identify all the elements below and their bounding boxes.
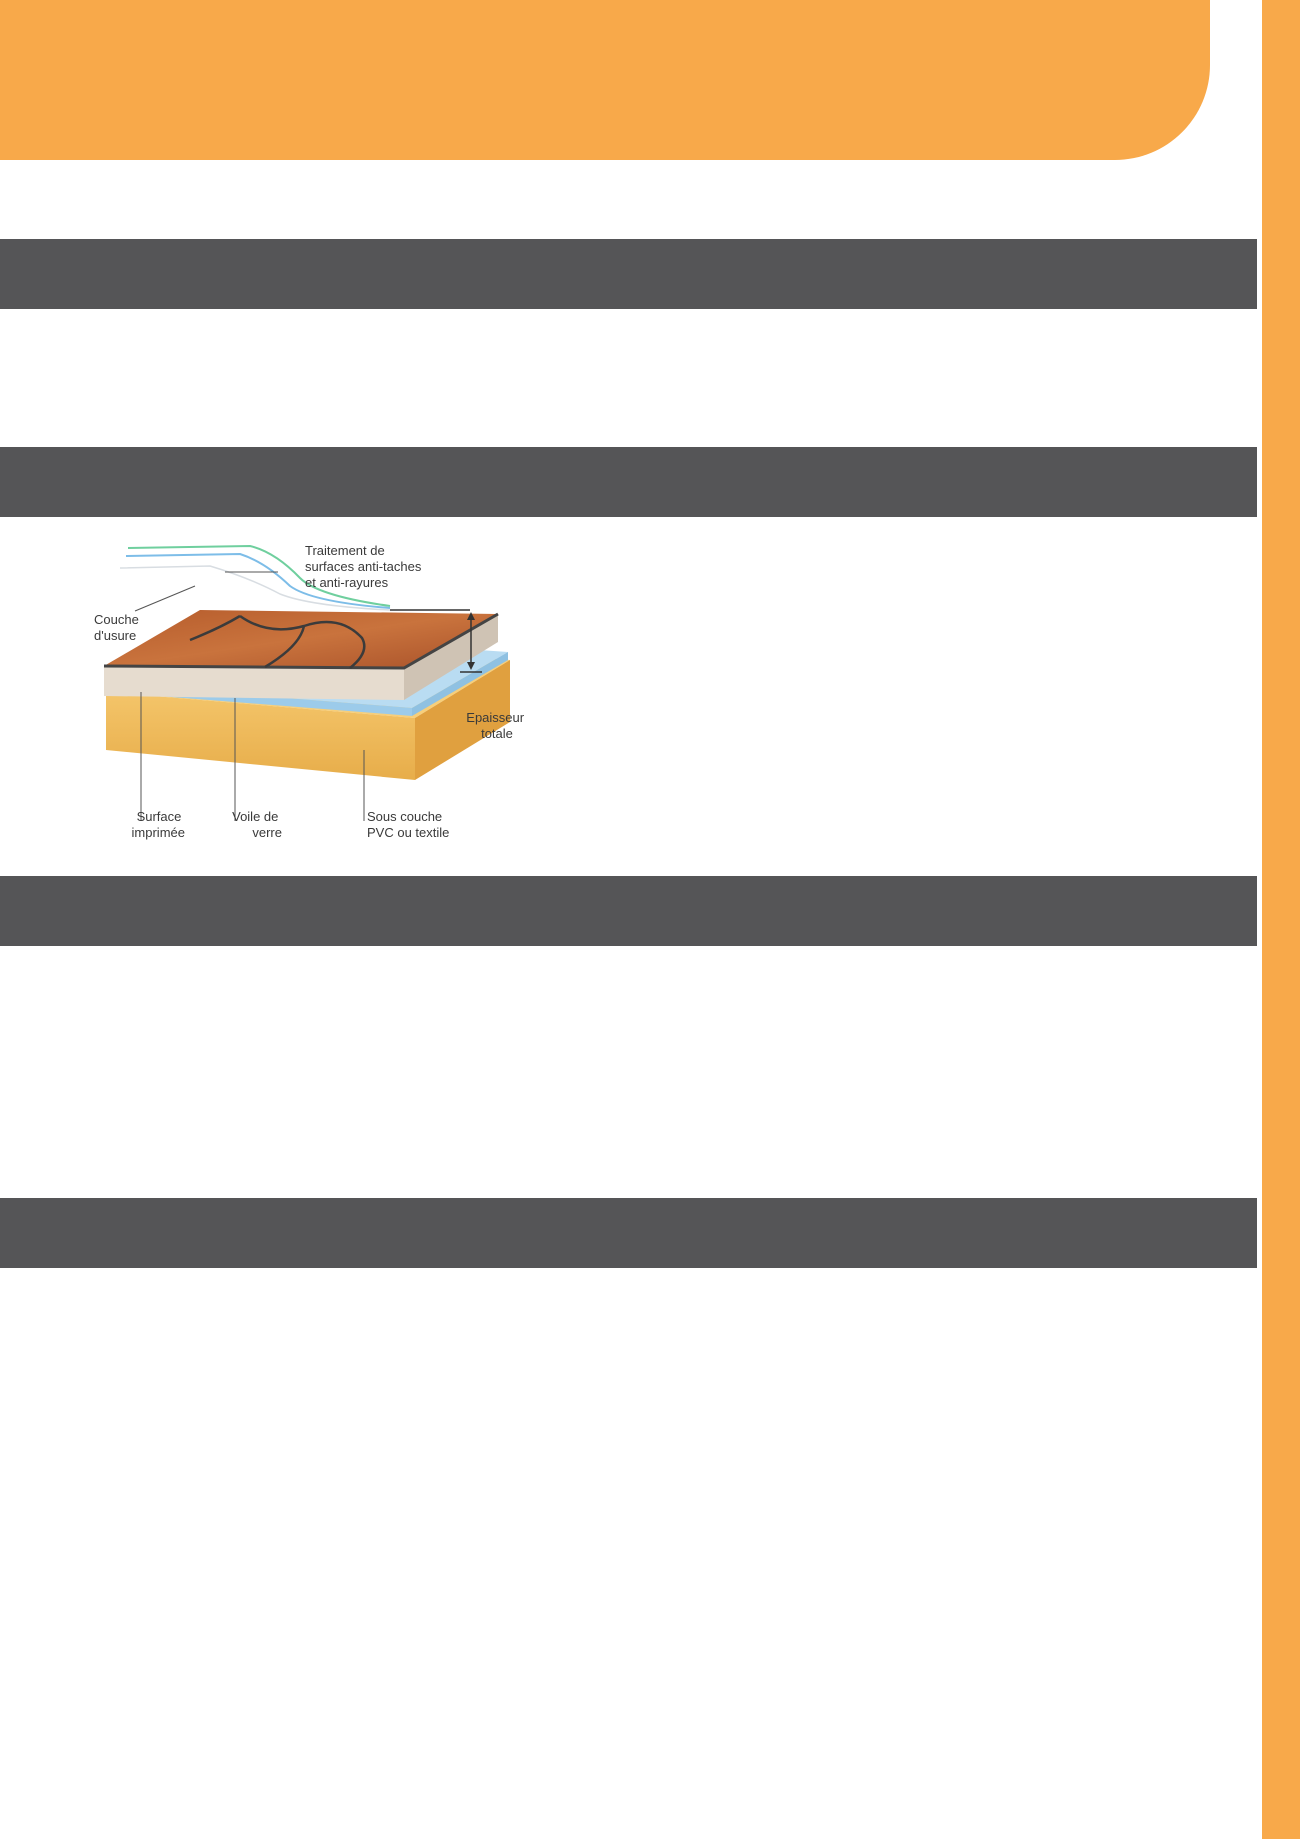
header-banner xyxy=(0,0,1210,160)
thickness-arrow xyxy=(390,609,482,673)
label-printed-surface: Surface imprimée xyxy=(132,809,185,840)
wood-top-surface xyxy=(103,610,499,670)
section-bar-4 xyxy=(0,1198,1257,1268)
printed-surface-layer xyxy=(104,614,498,700)
label-glass-veil: Voile de verre xyxy=(232,809,282,840)
leader-lines xyxy=(134,571,365,821)
label-treatment: Traitement de surfaces anti-taches et an… xyxy=(305,543,425,590)
section-bar-1 xyxy=(0,239,1257,309)
label-underlayer: Sous couche PVC ou textile xyxy=(367,809,449,840)
section-bar-3 xyxy=(0,876,1257,946)
label-thickness: Epaisseur totale xyxy=(466,710,527,741)
section-bar-2 xyxy=(0,447,1257,517)
side-stripe xyxy=(1262,0,1300,1839)
flooring-layers-diagram: Traitement de surfaces anti-taches et an… xyxy=(90,528,590,848)
label-wear-layer: Couche d'usure xyxy=(94,612,142,643)
flooring-layers-illustration: Traitement de surfaces anti-taches et an… xyxy=(94,543,527,840)
